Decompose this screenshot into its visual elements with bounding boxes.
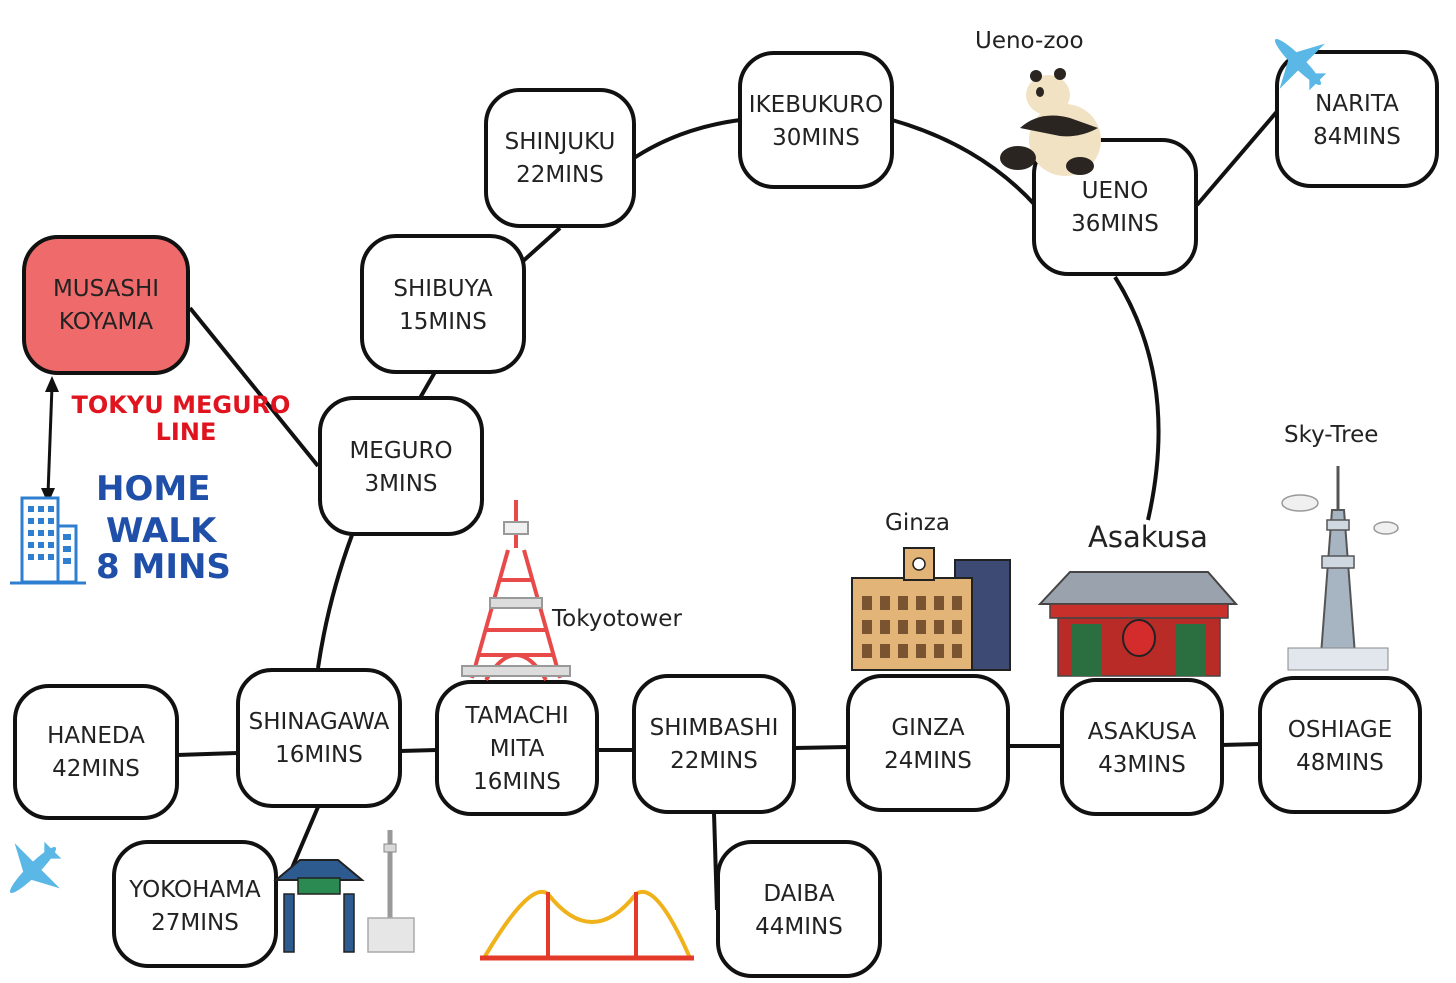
station-name: YOKOHAMA [128, 877, 261, 903]
station-time: 36MINS [1071, 211, 1159, 237]
station-oshiage: OSHIAGE 48MINS [1258, 676, 1422, 814]
line-label-line2: LINE [156, 418, 217, 446]
sky-tree-icon [1281, 466, 1399, 671]
station-asakusa: ASAKUSA 43MINS [1060, 678, 1224, 816]
station-daiba: DAIBA 44MINS [716, 840, 882, 978]
double-arrow-icon [41, 376, 59, 504]
station-name: MUSASHI [53, 276, 159, 302]
line-shibuya-shinjuku [520, 226, 562, 264]
station-yokohama: YOKOHAMA 27MINS [112, 840, 278, 968]
ueno-zoo-label: Ueno-zoo [975, 28, 1084, 54]
station-name: SHINAGAWA [249, 709, 390, 735]
station-name: IKEBUKURO [749, 92, 883, 118]
station-name-line2: KOYAMA [59, 309, 154, 335]
station-time: 22MINS [670, 748, 758, 774]
station-time: 44MINS [755, 914, 843, 940]
station-name: UENO [1082, 178, 1149, 204]
station-name: DAIBA [763, 881, 835, 907]
station-time: 22MINS [516, 162, 604, 188]
station-time: 43MINS [1098, 752, 1186, 778]
station-name: GINZA [891, 715, 965, 741]
line-shinagawa-yokohama [290, 806, 320, 869]
line-meguro-shibuya [418, 371, 437, 399]
station-shinagawa: SHINAGAWA 16MINS [236, 668, 402, 808]
line-label-line1: TOKYU MEGURO [72, 391, 291, 419]
route-lines [176, 106, 1282, 911]
line-haneda-shinagawa [176, 751, 238, 757]
asakusa-kaminarimon-gate-icon [1037, 571, 1239, 677]
station-shibuya: SHIBUYA 15MINS [360, 234, 526, 374]
station-time: 42MINS [52, 756, 140, 782]
station-time: 16MINS [473, 769, 561, 795]
line-ikebukuro-ueno [891, 118, 1037, 207]
station-name-line2: MITA [490, 736, 545, 762]
line-shinagawa-tamachi [399, 748, 438, 753]
station-name: OSHIAGE [1288, 717, 1392, 743]
airplane-icon [9, 841, 62, 894]
line-shimbashi-ginza [794, 745, 849, 750]
station-name: ASAKUSA [1088, 719, 1197, 745]
station-time: 24MINS [884, 748, 972, 774]
ginza-building-icon [851, 547, 1011, 671]
home-label: HOME [96, 469, 210, 509]
station-time: 27MINS [151, 910, 239, 936]
asakusa-label: Asakusa [1088, 520, 1208, 554]
line-meguro-shinagawa [316, 534, 354, 669]
station-name: MEGURO [349, 438, 452, 464]
line-musashikoyama-meguro [188, 306, 320, 468]
yokohama-chinatown-gate-icon [273, 859, 365, 953]
station-name: TAMACHI [464, 703, 568, 729]
tokyu-meguro-line-label: TOKYU MEGURO LINE [72, 391, 291, 446]
rainbow-bridge-icon [480, 889, 694, 961]
station-ikebukuro: IKEBUKURO 30MINS [738, 51, 894, 189]
station-name: HANEDA [47, 723, 145, 749]
tokyo-tower-icon [461, 500, 571, 682]
home-walk-label: HOME WALK 8 MINS [96, 469, 231, 587]
station-name: SHINJUKU [505, 129, 616, 155]
sky-tree-label: Sky-Tree [1284, 422, 1378, 448]
line-asakusa-oshiage [1220, 742, 1261, 747]
station-name: SHIMBASHI [650, 715, 779, 741]
station-time: 16MINS [275, 742, 363, 768]
station-time: 15MINS [399, 309, 487, 335]
apartment-building-icon [10, 496, 86, 585]
station-musashi-koyama: MUSASHI KOYAMA [22, 235, 190, 375]
station-time: 3MINS [364, 471, 437, 497]
station-shimbashi: SHIMBASHI 22MINS [632, 674, 796, 814]
station-time: 84MINS [1313, 124, 1401, 150]
station-meguro: MEGURO 3MINS [318, 396, 484, 536]
tokyo-tower-label: Tokyotower [551, 606, 682, 632]
station-tamachi-mita: TAMACHI MITA 16MINS [435, 680, 599, 816]
station-haneda: HANEDA 42MINS [13, 684, 179, 820]
station-shinjuku: SHINJUKU 22MINS [484, 88, 636, 228]
station-name: NARITA [1315, 91, 1399, 117]
walk-time-label: 8 MINS [96, 547, 231, 587]
station-time: 30MINS [772, 125, 860, 151]
station-time: 48MINS [1296, 750, 1384, 776]
station-name: SHIBUYA [393, 276, 493, 302]
line-ueno-asakusa [1113, 275, 1161, 521]
walk-label: WALK [106, 511, 218, 551]
line-ueno-narita [1195, 106, 1282, 207]
ginza-label: Ginza [885, 510, 950, 536]
line-shinjuku-ikebukuro [632, 118, 741, 160]
panda-icon [1000, 68, 1101, 176]
station-ginza: GINZA 24MINS [846, 674, 1010, 812]
station-narita: NARITA 84MINS [1275, 50, 1439, 188]
marine-tower-icon [367, 830, 415, 953]
